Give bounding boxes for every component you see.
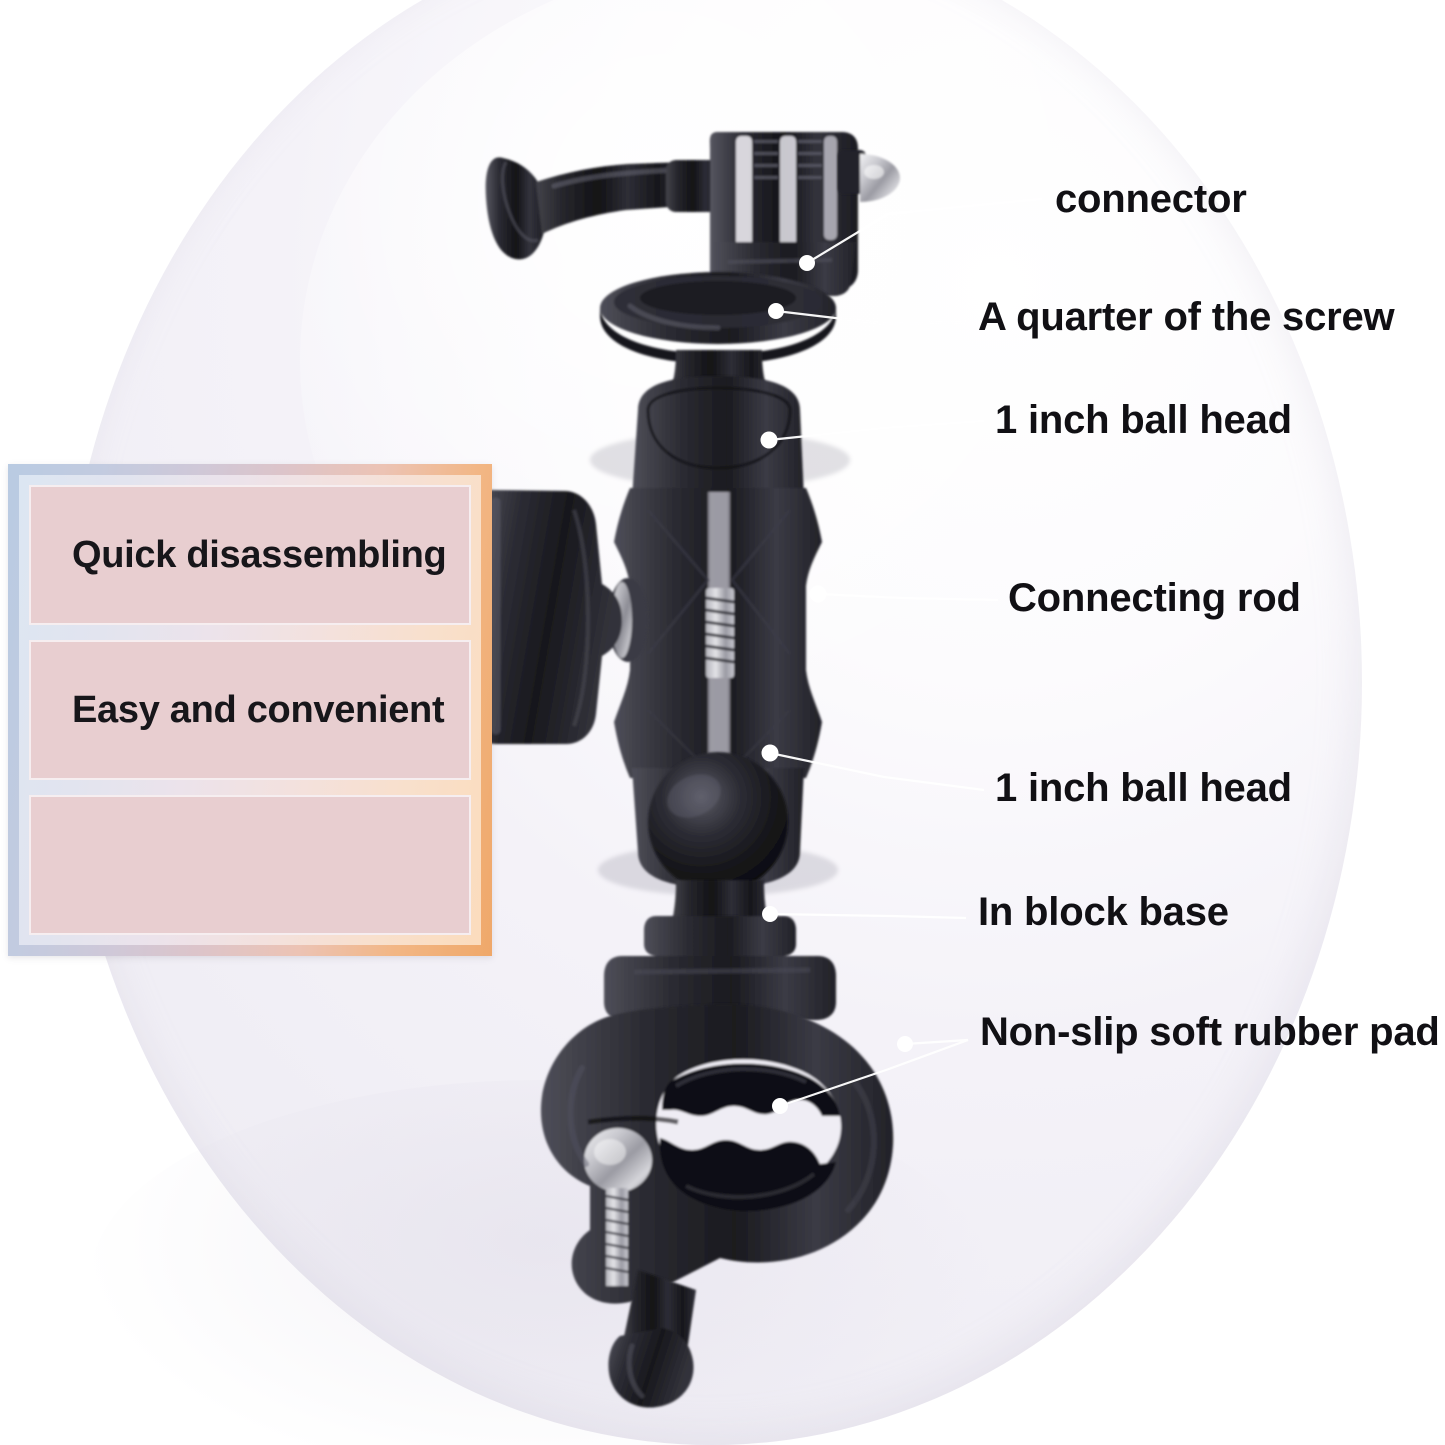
callout-ball-head-top: 1 inch ball head: [995, 398, 1292, 442]
t-knob-tightening: [476, 490, 648, 744]
gopro-three-prong-connector: [709, 132, 858, 296]
callout-ball-head-bottom: 1 inch ball head: [995, 766, 1292, 810]
feature-highlight-panel: Quick disassembling Easy and convenient: [8, 464, 492, 956]
feature-box-easy-convenient: Easy and convenient: [29, 640, 471, 780]
metal-clamp-screw: [584, 1128, 652, 1286]
callout-in-block-base: In block base: [978, 890, 1229, 934]
clamp-block-base: [604, 916, 836, 1020]
handlebar-clamp: [540, 1003, 894, 1304]
feature-panel-inner: Quick disassembling Easy and convenient: [19, 475, 481, 945]
ball-head-lower: [648, 752, 788, 892]
callout-connector: connector: [1055, 177, 1247, 221]
feature-box-quick-disassembling: Quick disassembling: [29, 485, 471, 625]
feature-label-easy-convenient: Easy and convenient: [72, 689, 445, 731]
feature-box-empty: [29, 795, 471, 935]
product-photo-mount-assembly: [470, 110, 950, 1430]
callout-quarter-screw: A quarter of the screw: [978, 295, 1395, 339]
bottom-knob: [608, 1270, 696, 1408]
callout-non-slip-rubber-pad: Non-slip soft rubber pad: [980, 1010, 1440, 1054]
tripod-adapter-thumbscrew: [485, 157, 730, 260]
feature-label-quick-disassembling: Quick disassembling: [72, 534, 447, 576]
callout-connecting-rod: Connecting rod: [1008, 576, 1301, 620]
lower-stem: [672, 880, 768, 922]
quarter-inch-screw-pin: [838, 150, 900, 202]
arm-threaded-rod: [705, 588, 735, 678]
